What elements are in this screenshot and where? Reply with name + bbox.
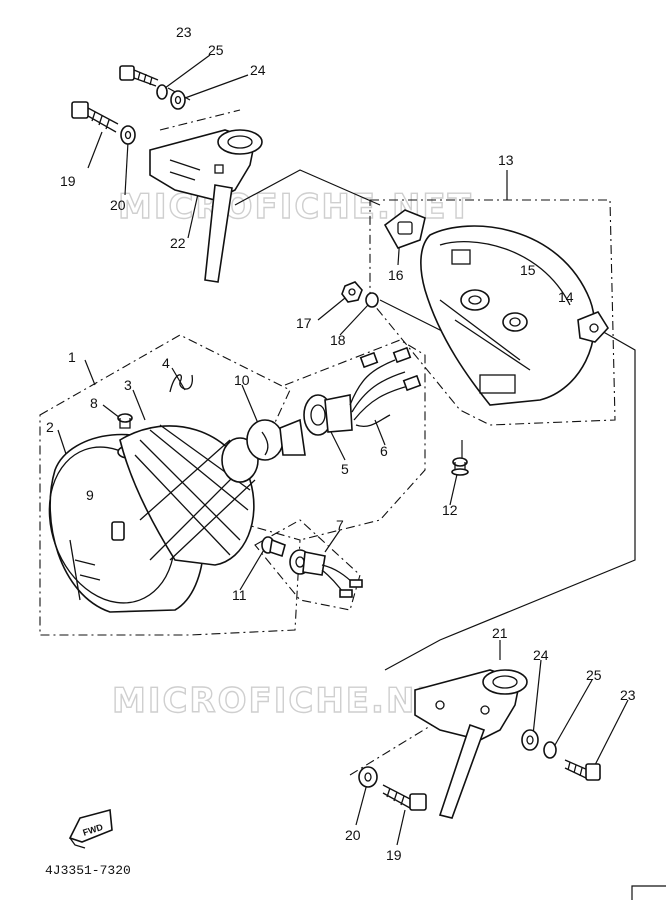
screw-8: [117, 413, 133, 429]
grommet-14: [502, 312, 528, 332]
socket-cord-7: [289, 549, 363, 598]
bulb-10: [246, 418, 306, 461]
callout-9: 9: [86, 487, 94, 503]
fwd-arrow-icon: FWD: [68, 808, 113, 849]
washer-24-top: [170, 90, 186, 110]
callout-8: 8: [90, 395, 98, 411]
bolt-23-top: [119, 65, 159, 87]
callout-16: 16: [388, 267, 404, 283]
callout-3: 3: [124, 377, 132, 393]
harness-6: [349, 346, 422, 427]
nut-17: [341, 281, 363, 303]
callout-12: 12: [442, 502, 458, 518]
diagram-code: 4J3351-7320: [45, 863, 131, 878]
callout-14: 14: [558, 289, 574, 305]
callout-10: 10: [234, 372, 250, 388]
callouts: 23 25 24 19 20 22 13 16 15 14 17 18 1 4 …: [46, 24, 636, 863]
callout-24: 24: [250, 62, 266, 78]
callout-19-bottom: 19: [386, 847, 402, 863]
grommet-15: [460, 289, 490, 311]
washer-24-bottom: [521, 729, 539, 751]
grommet-16: [383, 209, 426, 249]
group-outline-position-light: [254, 519, 361, 611]
bracket-21-right: [414, 669, 528, 819]
screw-12: [451, 457, 469, 476]
callout-20: 20: [110, 197, 126, 213]
callout-15: 15: [520, 262, 536, 278]
bolt-23-bottom: [564, 759, 601, 781]
callout-23: 23: [176, 24, 192, 40]
callout-25-bottom: 25: [586, 667, 602, 683]
watermark-bottom: MICROFICHE.NET: [112, 681, 467, 721]
lock-washer-25-top: [156, 84, 168, 100]
group-outline-socket-harness: [284, 339, 426, 541]
callout-7: 7: [336, 517, 344, 533]
callout-17: 17: [296, 315, 312, 331]
washer-18: [365, 292, 379, 308]
bolt-19-top: [71, 101, 119, 133]
lock-washer-25-bottom: [543, 741, 557, 759]
callout-1: 1: [68, 349, 76, 365]
group-outline-headlight-unit: [39, 334, 301, 636]
callout-6: 6: [380, 443, 388, 459]
bracket-22-left: [149, 129, 263, 283]
callout-11: 11: [232, 587, 247, 603]
callout-24-bottom: 24: [533, 647, 549, 663]
callout-18: 18: [330, 332, 346, 348]
callout-4: 4: [162, 355, 170, 371]
callout-20-bottom: 20: [345, 827, 361, 843]
spring-4: [169, 374, 193, 393]
bulb-11: [261, 536, 286, 558]
callout-13: 13: [498, 152, 514, 168]
callout-2: 2: [46, 419, 54, 435]
callout-25: 25: [208, 42, 224, 58]
callout-5: 5: [341, 461, 349, 477]
washer-20-top: [120, 125, 136, 145]
assembly-lines: [57, 54, 636, 846]
socket-5: [303, 394, 353, 436]
bolt-19-bottom: [382, 784, 427, 811]
page-corner-mark: [631, 885, 666, 900]
washer-20-bottom: [358, 766, 378, 788]
clip-9: [111, 521, 125, 541]
callout-23-bottom: 23: [620, 687, 636, 703]
callout-21: 21: [492, 625, 508, 641]
callout-19: 19: [60, 173, 76, 189]
callout-22: 22: [170, 235, 186, 251]
